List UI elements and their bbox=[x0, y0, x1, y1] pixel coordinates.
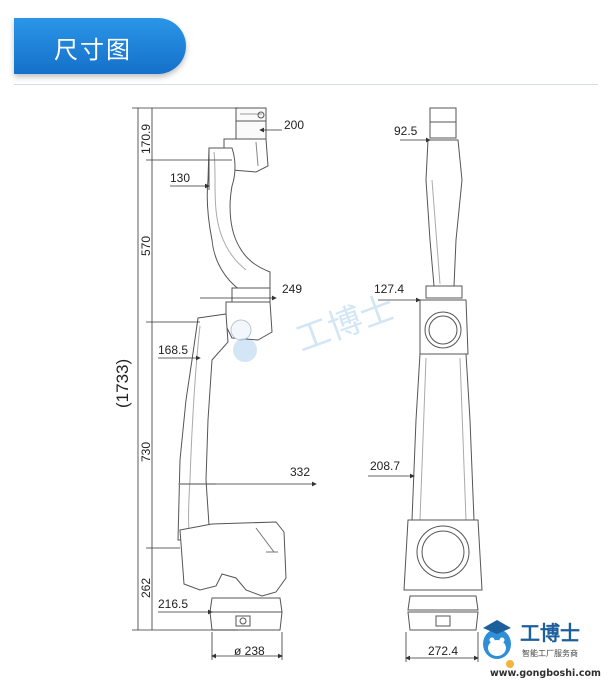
dim-570: 570 bbox=[139, 236, 153, 256]
dim-216-5: 216.5 bbox=[158, 597, 188, 611]
wrist-head bbox=[223, 107, 269, 173]
front-upper-arm bbox=[411, 353, 475, 521]
dim-130: 130 bbox=[170, 171, 190, 185]
front-view bbox=[403, 107, 483, 631]
title-divider bbox=[14, 84, 598, 85]
dim-200: 200 bbox=[284, 118, 304, 132]
mascot-icon bbox=[233, 338, 257, 362]
dim-208-7: 208.7 bbox=[370, 459, 400, 473]
dim-168-5: 168.5 bbox=[158, 343, 188, 357]
forearm bbox=[206, 147, 271, 291]
front-dimensions bbox=[368, 137, 479, 662]
dim-332: 332 bbox=[290, 465, 310, 479]
title-tab bbox=[14, 18, 186, 74]
front-forearm bbox=[425, 139, 463, 287]
dim-base-diameter: ø 238 bbox=[234, 644, 265, 658]
upper-arm bbox=[177, 313, 229, 541]
brand-watermark: 工博士 智能工厂服务商 www.gongboshi.com bbox=[483, 620, 601, 679]
side-dimensions bbox=[132, 107, 317, 660]
dim-262: 262 bbox=[139, 578, 153, 598]
dim-total-height: (1733) bbox=[113, 359, 132, 408]
dim-730: 730 bbox=[139, 442, 153, 462]
elbow-joint bbox=[225, 287, 273, 341]
page-title: 尺寸图 bbox=[54, 36, 132, 64]
shoulder-base bbox=[179, 521, 287, 631]
dim-249: 249 bbox=[282, 282, 302, 296]
center-watermark-text: 工博士 bbox=[291, 288, 401, 360]
dim-170-9: 170.9 bbox=[139, 124, 153, 154]
brand-tagline: 智能工厂服务商 bbox=[522, 648, 578, 658]
brand-name: 工博士 bbox=[520, 621, 580, 645]
mascot-logo-icon bbox=[483, 620, 514, 668]
dim-127-4: 127.4 bbox=[374, 282, 404, 296]
dim-92-5: 92.5 bbox=[394, 124, 418, 138]
side-view bbox=[177, 107, 287, 631]
dim-272-4: 272.4 bbox=[428, 644, 458, 658]
brand-url: www.gongboshi.com bbox=[490, 668, 601, 679]
front-elbow bbox=[419, 285, 469, 355]
front-base bbox=[403, 519, 483, 631]
